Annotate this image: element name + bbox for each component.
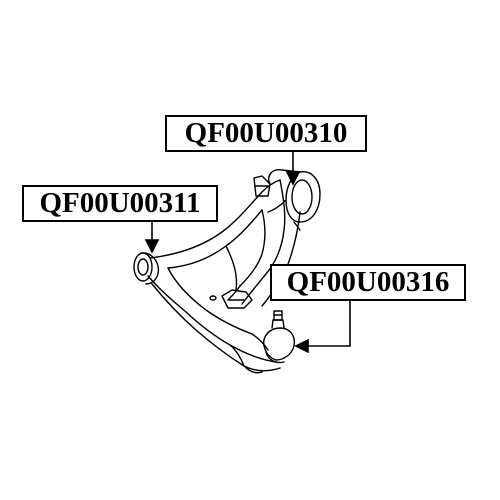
control-arm-body: [147, 179, 301, 374]
part-label-qf00u00310[interactable]: QF00U00310: [165, 115, 367, 152]
part-label-qf00u00316[interactable]: QF00U00316: [270, 264, 466, 301]
rear-bushing: [253, 169, 321, 231]
leader-line-316: [294, 301, 351, 354]
part-label-qf00u00311[interactable]: QF00U00311: [22, 185, 218, 222]
ball-joint: [263, 310, 296, 364]
leader-line-310: [285, 152, 301, 186]
front-bushing: [133, 252, 160, 285]
leader-line-311: [144, 222, 160, 254]
